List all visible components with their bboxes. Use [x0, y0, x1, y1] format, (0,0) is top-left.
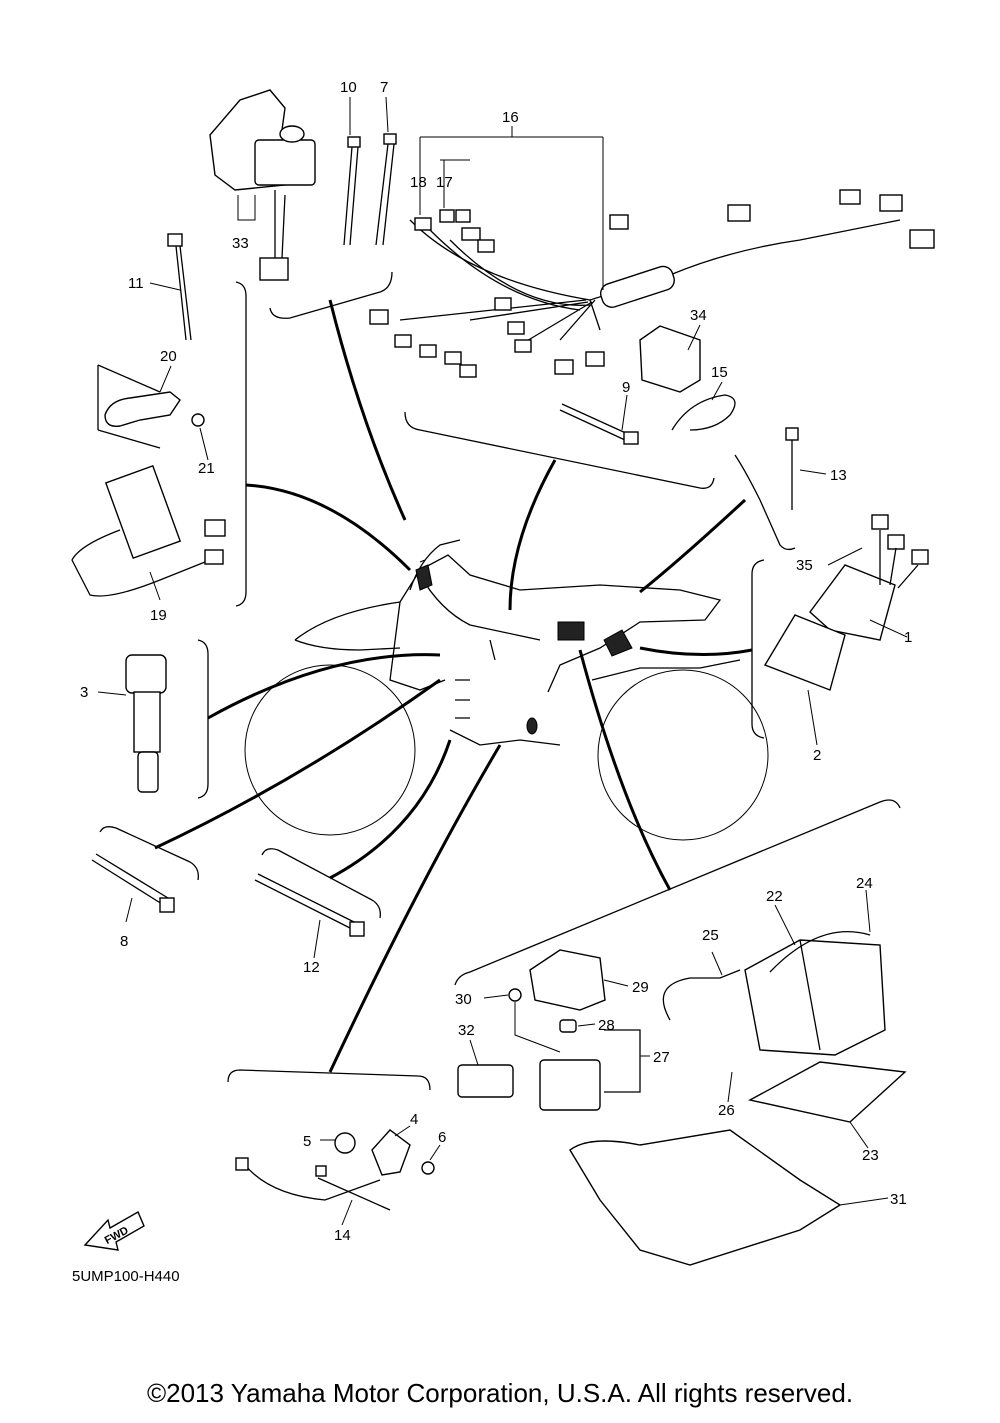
callout-16: 16 [502, 109, 519, 126]
callout-21: 21 [198, 460, 215, 477]
callout-33: 33 [232, 235, 249, 252]
callout-22: 22 [766, 888, 783, 905]
callout-8: 8 [120, 933, 128, 950]
callout-29: 29 [632, 979, 649, 996]
callout-30: 30 [455, 991, 472, 1008]
callout-31: 31 [890, 1191, 907, 1208]
callout-1: 1 [904, 629, 912, 646]
fwd-arrow-icon [83, 1211, 145, 1251]
bracket-lines [99, 271, 901, 1091]
callout-6: 6 [438, 1129, 446, 1146]
callout-9: 9 [622, 379, 630, 396]
callout-34: 34 [690, 307, 707, 324]
callout-5: 5 [303, 1133, 311, 1150]
callout-11: 11 [128, 275, 144, 292]
callout-23: 23 [862, 1147, 879, 1164]
callout-35: 35 [796, 557, 813, 574]
motorcycle-outline [244, 539, 769, 841]
copyright-notice: ©2013 Yamaha Motor Corporation, U.S.A. A… [146, 1378, 854, 1408]
callout-13: 13 [830, 467, 847, 484]
callout-20: 20 [160, 348, 177, 365]
callout-19: 19 [150, 607, 167, 624]
callout-32: 32 [458, 1022, 475, 1039]
callout-28: 28 [598, 1017, 615, 1034]
callout-4: 4 [410, 1111, 418, 1128]
callout-25: 25 [702, 927, 719, 944]
parts-artwork [71, 89, 935, 1266]
callout-18: 18 [410, 174, 427, 191]
callout-15: 15 [711, 364, 728, 381]
callout-labels: 1 2 3 4 5 6 7 8 9 10 11 12 13 14 15 16 1… [80, 79, 912, 1247]
callout-26: 26 [718, 1102, 735, 1119]
diagram-code: 5UMP100-H440 [72, 1268, 180, 1285]
leader-lines [97, 96, 908, 1226]
callout-2: 2 [813, 747, 821, 764]
callout-12: 12 [303, 959, 320, 976]
callout-7: 7 [380, 79, 388, 96]
callout-3: 3 [80, 684, 88, 701]
callout-14: 14 [334, 1227, 351, 1244]
callout-10: 10 [340, 79, 357, 96]
callout-24: 24 [856, 875, 873, 892]
callout-27: 27 [653, 1049, 670, 1066]
callout-17: 17 [436, 174, 453, 191]
